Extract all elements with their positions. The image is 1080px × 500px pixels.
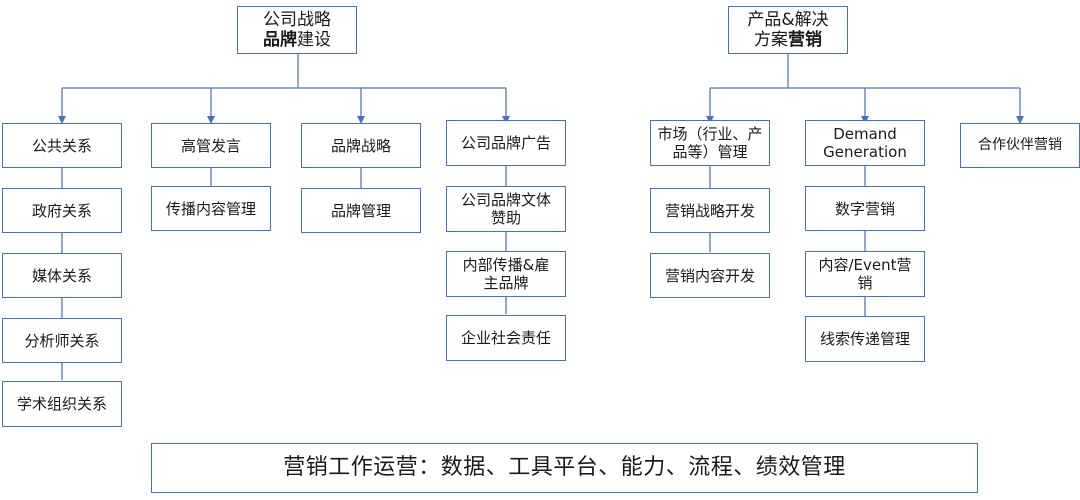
node-lead-handoff: 线索传递管理	[805, 316, 925, 362]
node-label: 媒体关系	[31, 266, 92, 285]
node-demand-generation: Demand Generation	[805, 120, 925, 166]
node-analyst-relations: 分析师关系	[2, 318, 122, 363]
root-brand-line2-bold: 品牌	[263, 30, 297, 50]
node-label: 高管发言	[180, 136, 241, 155]
node-label: 政府关系	[31, 201, 92, 220]
node-label: 内部传播&雇主品牌	[462, 256, 550, 292]
node-label: 传播内容管理	[165, 199, 256, 218]
node-corporate-brand-ad: 公司品牌广告	[446, 120, 566, 166]
node-label: 数字营销	[834, 199, 895, 218]
node-label: 品牌管理	[330, 201, 391, 220]
node-internal-employer-brand: 内部传播&雇主品牌	[446, 251, 566, 297]
node-content-event-marketing: 内容/Event营销	[805, 251, 925, 297]
node-marketing-content: 营销内容开发	[650, 253, 770, 298]
node-corporate-sponsorship: 公司品牌文体赞助	[446, 186, 566, 232]
node-market-management: 市场（行业、产品等）管理	[650, 120, 770, 166]
node-label: 公共关系	[31, 136, 92, 155]
node-label: 企业社会责任	[461, 329, 552, 347]
node-label: 学术组织关系	[16, 395, 107, 413]
node-label: 营销战略开发	[664, 201, 755, 220]
operations-footer-box: 营销工作运营：数据、工具平台、能力、流程、绩效管理	[151, 443, 978, 493]
node-label: 线索传递管理	[819, 330, 910, 348]
root-solutions-box: 产品&解决 方案营销	[728, 6, 848, 54]
node-label: 公司品牌文体赞助	[460, 191, 551, 227]
node-government-relations: 政府关系	[2, 188, 122, 233]
root-solutions-line1: 产品&解决	[747, 9, 829, 30]
node-brand-management: 品牌管理	[301, 188, 421, 233]
node-marketing-strategy: 营销战略开发	[650, 188, 770, 233]
node-brand-strategy: 品牌战略	[301, 123, 421, 168]
node-csr: 企业社会责任	[446, 315, 566, 361]
root-solutions-line2-rest: 方案	[753, 30, 788, 50]
root-solutions-line2-bold: 营销	[787, 30, 822, 50]
node-label: 分析师关系	[24, 331, 100, 350]
root-brand-box: 公司战略 品牌建设	[237, 6, 357, 54]
node-label: 内容/Event营销	[818, 256, 912, 292]
operations-footer-text: 营销工作运营：数据、工具平台、能力、流程、绩效管理	[283, 454, 846, 480]
node-label: 公司品牌广告	[460, 134, 551, 152]
node-executive-speech: 高管发言	[151, 123, 271, 168]
node-academic-relations: 学术组织关系	[2, 381, 122, 427]
node-label: 品牌战略	[330, 136, 391, 155]
node-label: 合作伙伴营销	[978, 137, 1062, 154]
node-partner-marketing: 合作伙伴营销	[960, 123, 1080, 168]
node-public-relations: 公共关系	[2, 123, 122, 168]
node-label: Demand Generation	[823, 125, 907, 161]
node-label: 营销内容开发	[664, 266, 755, 285]
node-digital-marketing: 数字营销	[805, 186, 925, 231]
root-brand-line1: 公司战略	[263, 9, 331, 30]
node-media-relations: 媒体关系	[2, 253, 122, 298]
root-brand-line2-rest: 建设	[297, 30, 331, 50]
node-content-management: 传播内容管理	[151, 186, 271, 231]
node-label: 市场（行业、产品等）管理	[657, 125, 763, 161]
